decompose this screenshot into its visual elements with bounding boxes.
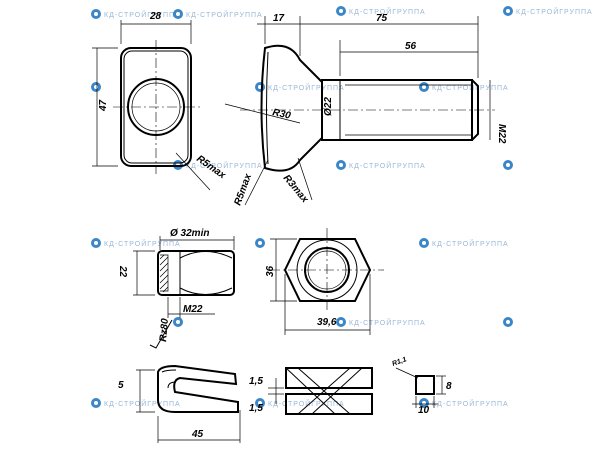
watermark <box>503 317 513 327</box>
watermark <box>503 160 513 170</box>
bolt-head-height-dim: 47 <box>98 99 109 112</box>
watermark: КД-СТРОЙГРУППА <box>336 160 426 170</box>
bolt-thread-length-dim: 56 <box>405 41 417 52</box>
svg-text:КД-СТРОЙГРУППА: КД-СТРОЙГРУППА <box>349 7 426 16</box>
washer-side-view: 1,5 1,5 <box>249 367 373 415</box>
bolt-head-width-dim: 28 <box>149 11 162 22</box>
bolt-thread-label: M22 <box>496 124 507 144</box>
svg-text:КД-СТРОЙГРУППА: КД-СТРОЙГРУППА <box>432 239 509 248</box>
washer-gap-top-dim: 1,5 <box>249 376 263 387</box>
washer-height-dim: 5 <box>118 380 124 391</box>
watermark: КД-СТРОЙГРУППА <box>503 6 593 16</box>
nut-front-view: 36 39,6 <box>265 228 384 335</box>
bolt-total-length-dim: 75 <box>376 13 388 24</box>
nut-roughness: Rz80 <box>158 318 171 343</box>
svg-text:КД-СТРОЙГРУППА: КД-СТРОЙГРУППА <box>186 10 263 19</box>
washer-section-height-dim: 8 <box>446 381 452 392</box>
bolt-radius-r3: R3max <box>281 173 311 206</box>
svg-text:КД-СТРОЙГРУППА: КД-СТРОЙГРУППА <box>104 10 181 19</box>
bolt-side-view: 17 75 56 Ø22 M22 R30 R5max R3max <box>224 13 507 207</box>
bolt-diameter-dim: Ø22 <box>323 97 334 116</box>
washer-front-view: 5 45 <box>118 364 241 443</box>
watermark <box>91 82 101 92</box>
nut-side-view: Ø 32min 22 M22 Rz80 <box>117 228 235 349</box>
watermark: КД-СТРОЙГРУППА <box>419 238 509 248</box>
watermark: КД-СТРОЙГРУППА <box>336 6 426 16</box>
washer-section-radius: R1,1 <box>391 356 407 368</box>
watermark <box>173 317 183 327</box>
watermark: КД-СТРОЙГРУППА <box>173 9 263 19</box>
nut-height-dim: 22 <box>117 265 128 278</box>
bolt-head-length-dim: 17 <box>273 13 285 24</box>
svg-text:КД-СТРОЙГРУППА: КД-СТРОЙГРУППА <box>432 83 509 92</box>
svg-text:КД-СТРОЙГРУППА: КД-СТРОЙГРУППА <box>516 7 593 16</box>
watermark: КД-СТРОЙГРУППА <box>91 9 181 19</box>
watermark: КД-СТРОЙГРУППА <box>255 82 345 92</box>
bolt-radius-r5: R5max <box>232 172 254 207</box>
watermark <box>255 238 265 248</box>
svg-text:КД-СТРОЙГРУППА: КД-СТРОЙГРУППА <box>268 83 345 92</box>
watermark: КД-СТРОЙГРУППА <box>419 398 509 408</box>
nut-thread-label: M22 <box>183 304 203 315</box>
nut-across-flats-dim: 36 <box>265 265 276 277</box>
nut-top-dim: Ø 32min <box>170 228 209 239</box>
bolt-head-top-view: 28 47 R5max <box>92 11 228 191</box>
bolt-radius-r30: R30 <box>271 107 292 122</box>
watermark: КД-СТРОЙГРУППА <box>91 238 181 248</box>
watermark: КД-СТРОЙГРУППА <box>255 398 345 408</box>
washer-gap-bottom-dim: 1,5 <box>249 403 263 414</box>
washer-section-width-dim: 10 <box>418 405 430 416</box>
washer-section: 8 10 R1,1 <box>391 356 452 416</box>
svg-text:КД-СТРОЙГРУППА: КД-СТРОЙГРУППА <box>268 399 345 408</box>
watermark: КД-СТРОЙГРУППА <box>91 398 181 408</box>
watermark: КД-СТРОЙГРУППА <box>419 82 509 92</box>
watermark: КД-СТРОЙГРУППА <box>336 317 426 327</box>
watermarks: КД-СТРОЙГРУППА КД-СТРОЙГРУППА КД-СТРОЙГР… <box>91 6 593 408</box>
svg-text:КД-СТРОЙГРУППА: КД-СТРОЙГРУППА <box>104 399 181 408</box>
svg-text:КД-СТРОЙГРУППА: КД-СТРОЙГРУППА <box>349 161 426 170</box>
svg-text:КД-СТРОЙГРУППА: КД-СТРОЙГРУППА <box>186 161 263 170</box>
svg-text:КД-СТРОЙГРУППА: КД-СТРОЙГРУППА <box>104 239 181 248</box>
nut-across-corners-dim: 39,6 <box>317 317 337 328</box>
svg-text:КД-СТРОЙГРУППА: КД-СТРОЙГРУППА <box>432 399 509 408</box>
svg-text:КД-СТРОЙГРУППА: КД-СТРОЙГРУППА <box>349 318 426 327</box>
washer-width-dim: 45 <box>191 429 204 440</box>
